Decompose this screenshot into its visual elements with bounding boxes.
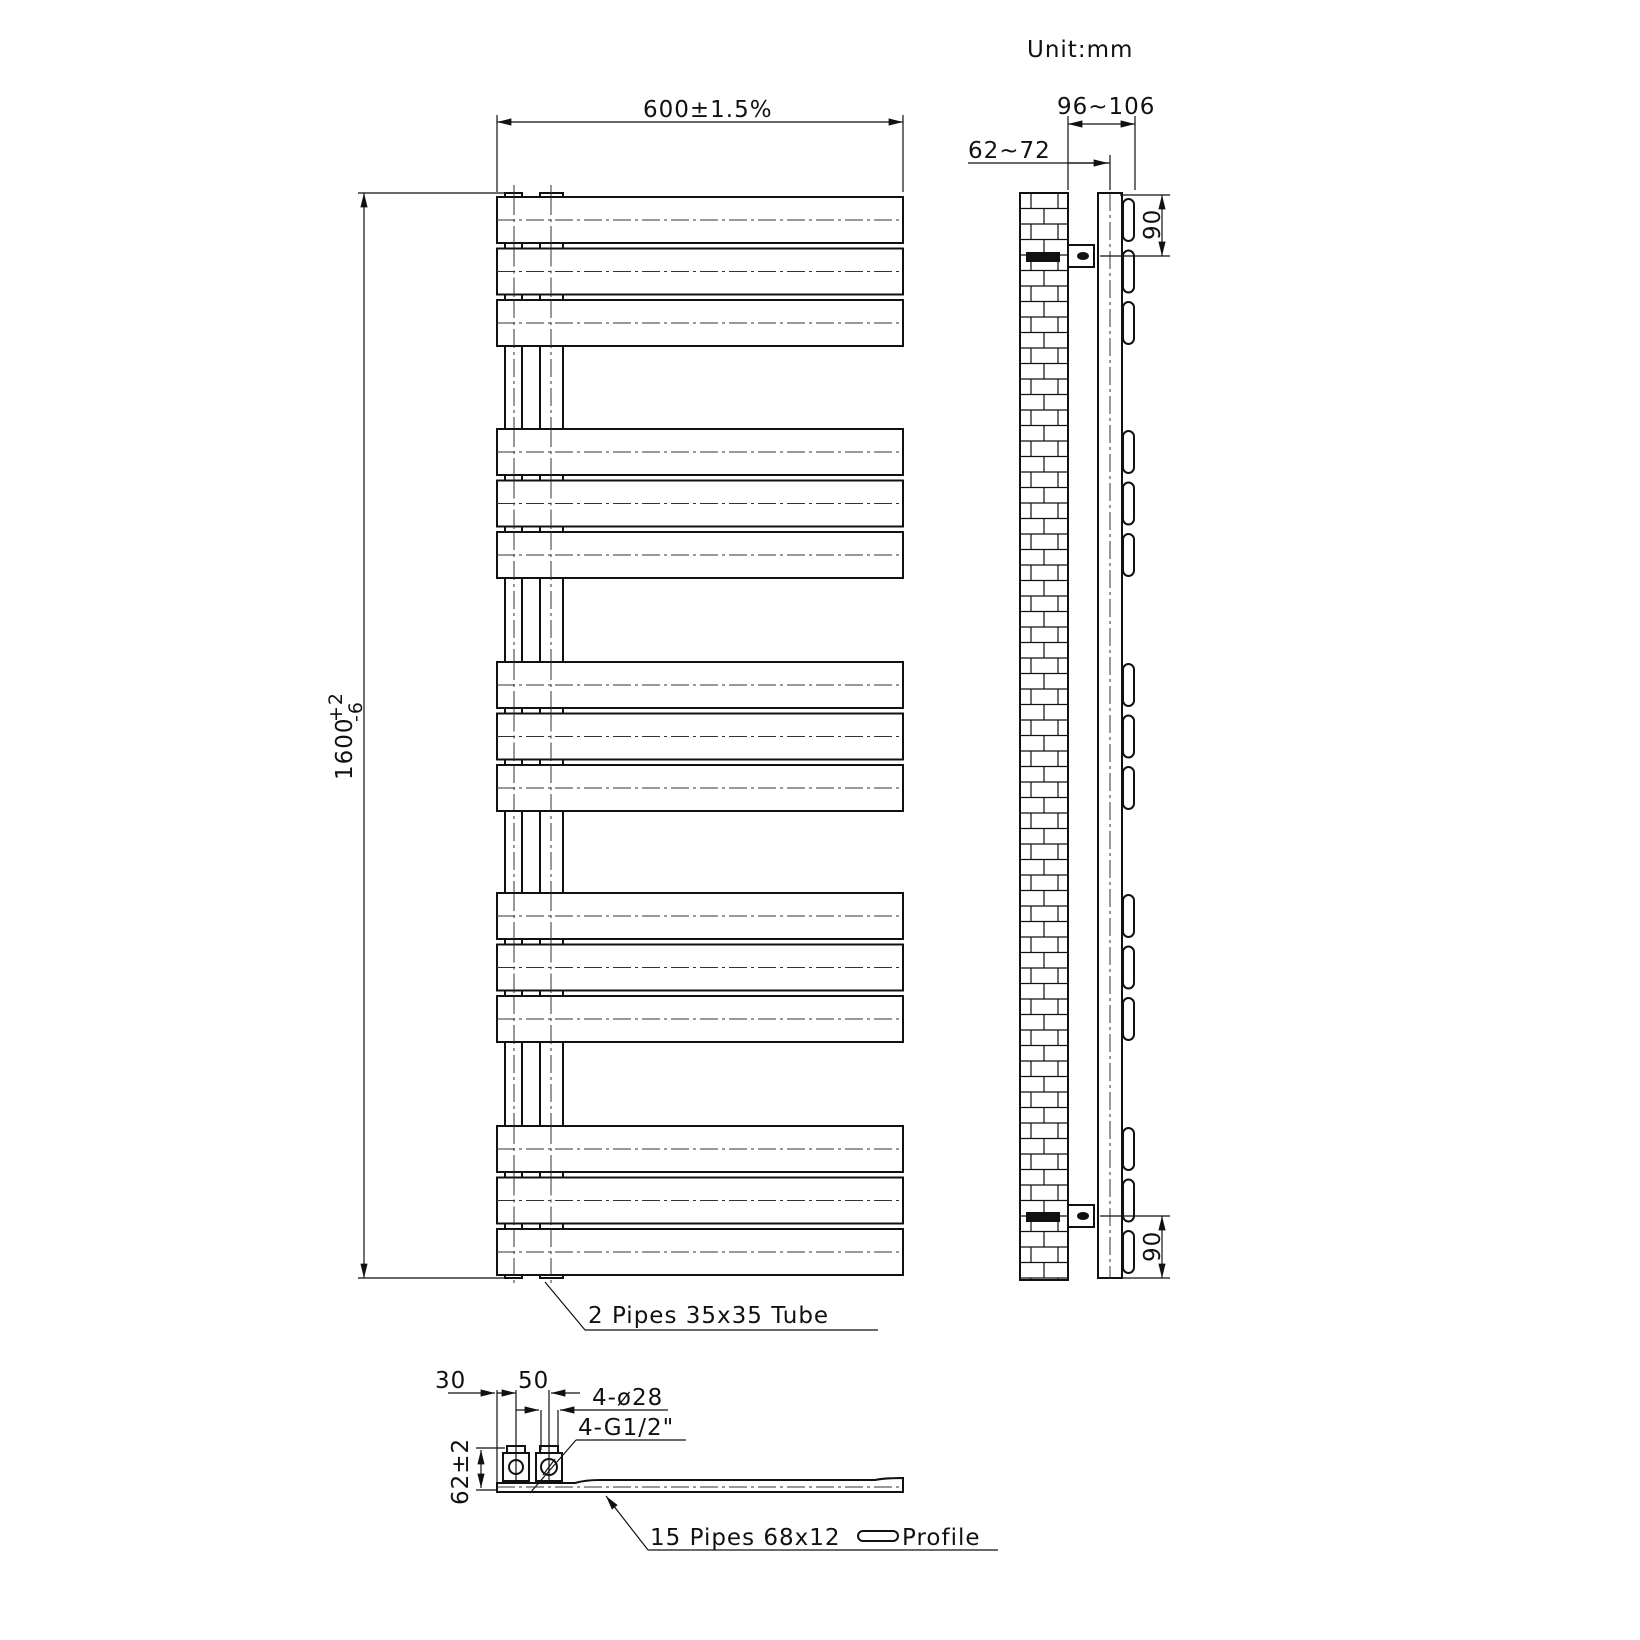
edge-dimension: 30	[435, 1368, 466, 1394]
top-bracket-dimension: 90	[1140, 209, 1166, 240]
svg-text:-6: -6	[345, 701, 367, 722]
bar-profile	[1122, 945, 1135, 990]
profile-label: 15 Pipes 68x12	[650, 1525, 841, 1551]
bar-profile	[1122, 301, 1135, 345]
wall-offset-dimension: 62~72	[968, 138, 1051, 164]
bar-profile	[1122, 1230, 1135, 1274]
bar-profile	[1122, 894, 1135, 938]
bottom-bracket	[1026, 1204, 1095, 1228]
front-view: 600±1.5% 1600 +2 -6 2 Pipes 35x35 Tube	[325, 97, 904, 1331]
height-dimension: 1600 +2 -6	[325, 692, 367, 780]
bar-profiles	[1122, 198, 1135, 1274]
bar-profile	[1122, 663, 1135, 707]
svg-text:+2: +2	[325, 692, 347, 722]
bar-profile	[1122, 997, 1135, 1041]
bar-profile	[1122, 1178, 1135, 1223]
pipe-label: 2 Pipes 35x35 Tube	[588, 1303, 829, 1329]
bar-profile	[1122, 198, 1135, 242]
bar-profile	[1122, 533, 1135, 577]
bar-profile	[1122, 249, 1135, 294]
bottom-bracket-dimension: 90	[1140, 1231, 1166, 1262]
svg-text:1600: 1600	[332, 717, 358, 780]
bar-profile-bottom	[496, 1476, 904, 1493]
width-dimension: 600±1.5%	[643, 97, 773, 123]
bar-profile	[1122, 714, 1135, 759]
bottom-view: 30 50 4-ø28 4-G1/2" 62±2 15 Pipes 68x12 …	[435, 1368, 998, 1551]
horizontal-bars	[496, 196, 904, 1276]
diameter-dimension: 4-ø28	[592, 1385, 663, 1411]
unit-label: Unit:mm	[1027, 37, 1133, 63]
brick-wall	[1019, 192, 1069, 1281]
bar-profile	[1122, 481, 1135, 526]
top-bracket	[1026, 244, 1095, 268]
bar-profile	[1122, 1127, 1135, 1171]
profile-shape-icon	[857, 1530, 899, 1542]
bar-profile	[1122, 766, 1135, 810]
height-dimension-bottom: 62±2	[448, 1438, 474, 1505]
bar-profile	[1122, 430, 1135, 474]
side-view: 96~106 62~72 90 90	[968, 94, 1170, 1281]
center-distance-dimension: 50	[518, 1368, 549, 1394]
thread-dimension: 4-G1/2"	[578, 1415, 674, 1441]
profile-suffix: Profile	[902, 1525, 981, 1551]
depth-dimension: 96~106	[1057, 94, 1155, 120]
